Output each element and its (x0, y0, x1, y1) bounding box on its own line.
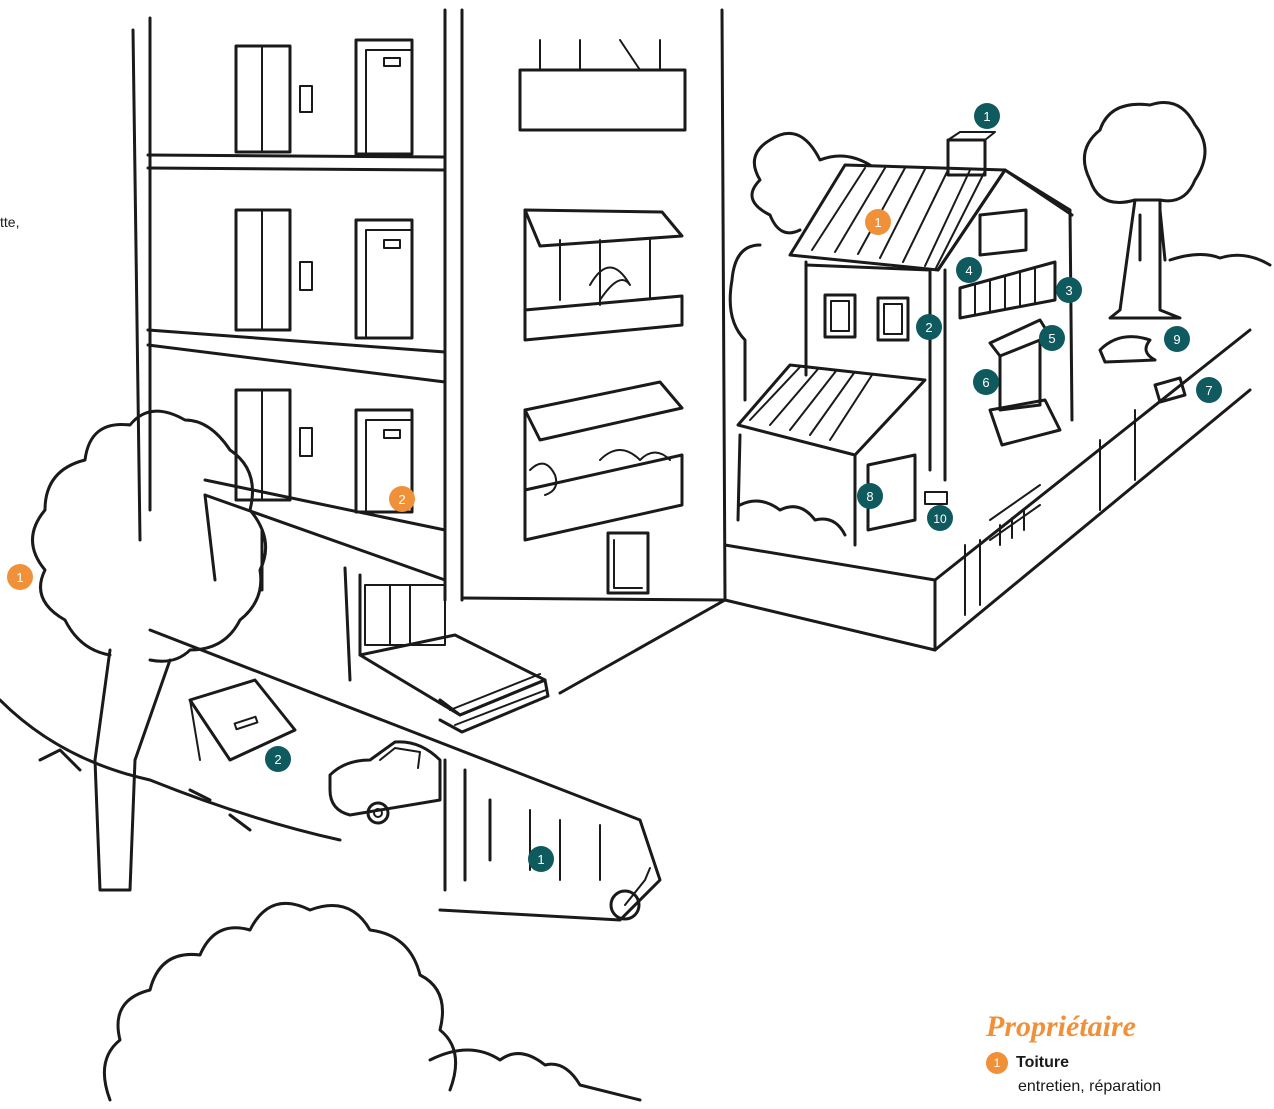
owner-legend: Propriétaire 1 Toiture entretien, répara… (986, 1010, 1274, 1098)
marker-left-tree[interactable]: 1 (7, 564, 33, 590)
marker-house-balcony-rail[interactable]: 3 (1056, 277, 1082, 303)
marker-house-awning[interactable]: 5 (1039, 325, 1065, 351)
marker-mailbox[interactable]: 7 (1196, 377, 1222, 403)
svg-text:7: 7 (1205, 383, 1212, 398)
marker-garage-door[interactable]: 2 (265, 746, 291, 772)
trees (0, 103, 1270, 1101)
marker-house-roof[interactable]: 1 (865, 209, 891, 235)
svg-text:5: 5 (1048, 331, 1055, 346)
svg-text:10: 10 (933, 512, 947, 526)
marker-house-porch-downpipe[interactable]: 8 (857, 483, 883, 509)
svg-text:2: 2 (274, 752, 281, 767)
svg-text:3: 3 (1065, 283, 1072, 298)
svg-text:4: 4 (965, 263, 972, 278)
legend-item: 1 Toiture (986, 1050, 1274, 1076)
svg-text:1: 1 (874, 215, 881, 230)
svg-text:6: 6 (982, 375, 989, 390)
apartment-building (133, 10, 725, 732)
svg-text:9: 9 (1173, 332, 1180, 347)
marker-house-balcony-window[interactable]: 4 (956, 257, 982, 283)
legend-badge: 1 (986, 1052, 1008, 1074)
legend-title: Propriétaire (986, 1010, 1274, 1044)
svg-text:2: 2 (925, 320, 932, 335)
svg-text:2: 2 (398, 492, 405, 507)
svg-text:1: 1 (983, 109, 990, 124)
legend-item-detail: entretien, réparation (986, 1076, 1274, 1098)
marker-drain-grate[interactable]: 10 (927, 505, 953, 531)
underground-garage (150, 630, 660, 920)
marker-garage-bike[interactable]: 1 (528, 846, 554, 872)
marker-house-gutter[interactable]: 2 (916, 314, 942, 340)
marker-house-door[interactable]: 6 (973, 369, 999, 395)
marker-chimney[interactable]: 1 (974, 103, 1000, 129)
svg-text:1: 1 (537, 852, 544, 867)
legend-item-label: Toiture (1016, 1054, 1069, 1071)
markers: 1 1 4 3 2 5 6 9 (7, 103, 1222, 872)
marker-garden-stump[interactable]: 9 (1164, 326, 1190, 352)
svg-text:1: 1 (16, 570, 23, 585)
marker-apartment-door[interactable]: 2 (389, 486, 415, 512)
svg-text:8: 8 (866, 489, 873, 504)
